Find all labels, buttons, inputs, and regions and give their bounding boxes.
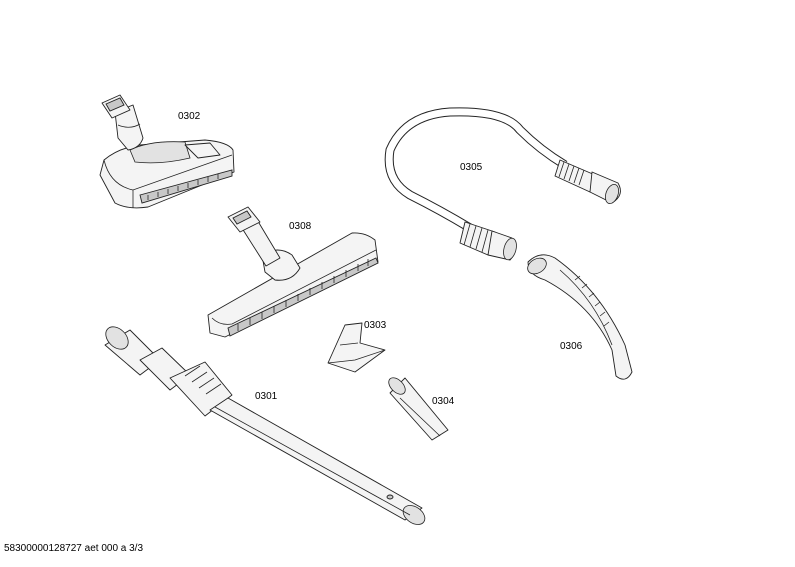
hose-handle-icon[interactable] bbox=[525, 254, 633, 380]
suction-hose-icon[interactable] bbox=[384, 107, 621, 261]
part-label-0301: 0301 bbox=[255, 391, 278, 402]
crevice-nozzle-icon[interactable] bbox=[386, 375, 449, 441]
parquet-nozzle-icon[interactable] bbox=[207, 206, 379, 338]
floor-nozzle-icon[interactable] bbox=[99, 94, 235, 209]
telescopic-tube-icon[interactable] bbox=[101, 322, 428, 528]
part-label-0304: 0304 bbox=[432, 396, 455, 407]
upholstery-nozzle-icon[interactable] bbox=[327, 322, 386, 373]
part-label-0306: 0306 bbox=[560, 341, 583, 352]
part-label-0303: 0303 bbox=[364, 320, 387, 331]
part-label-0305: 0305 bbox=[460, 162, 483, 173]
part-label-0302: 0302 bbox=[178, 111, 201, 122]
part-label-0308: 0308 bbox=[289, 221, 312, 232]
document-footer: 58300000128727 aet 000 a 3/3 bbox=[4, 543, 144, 554]
